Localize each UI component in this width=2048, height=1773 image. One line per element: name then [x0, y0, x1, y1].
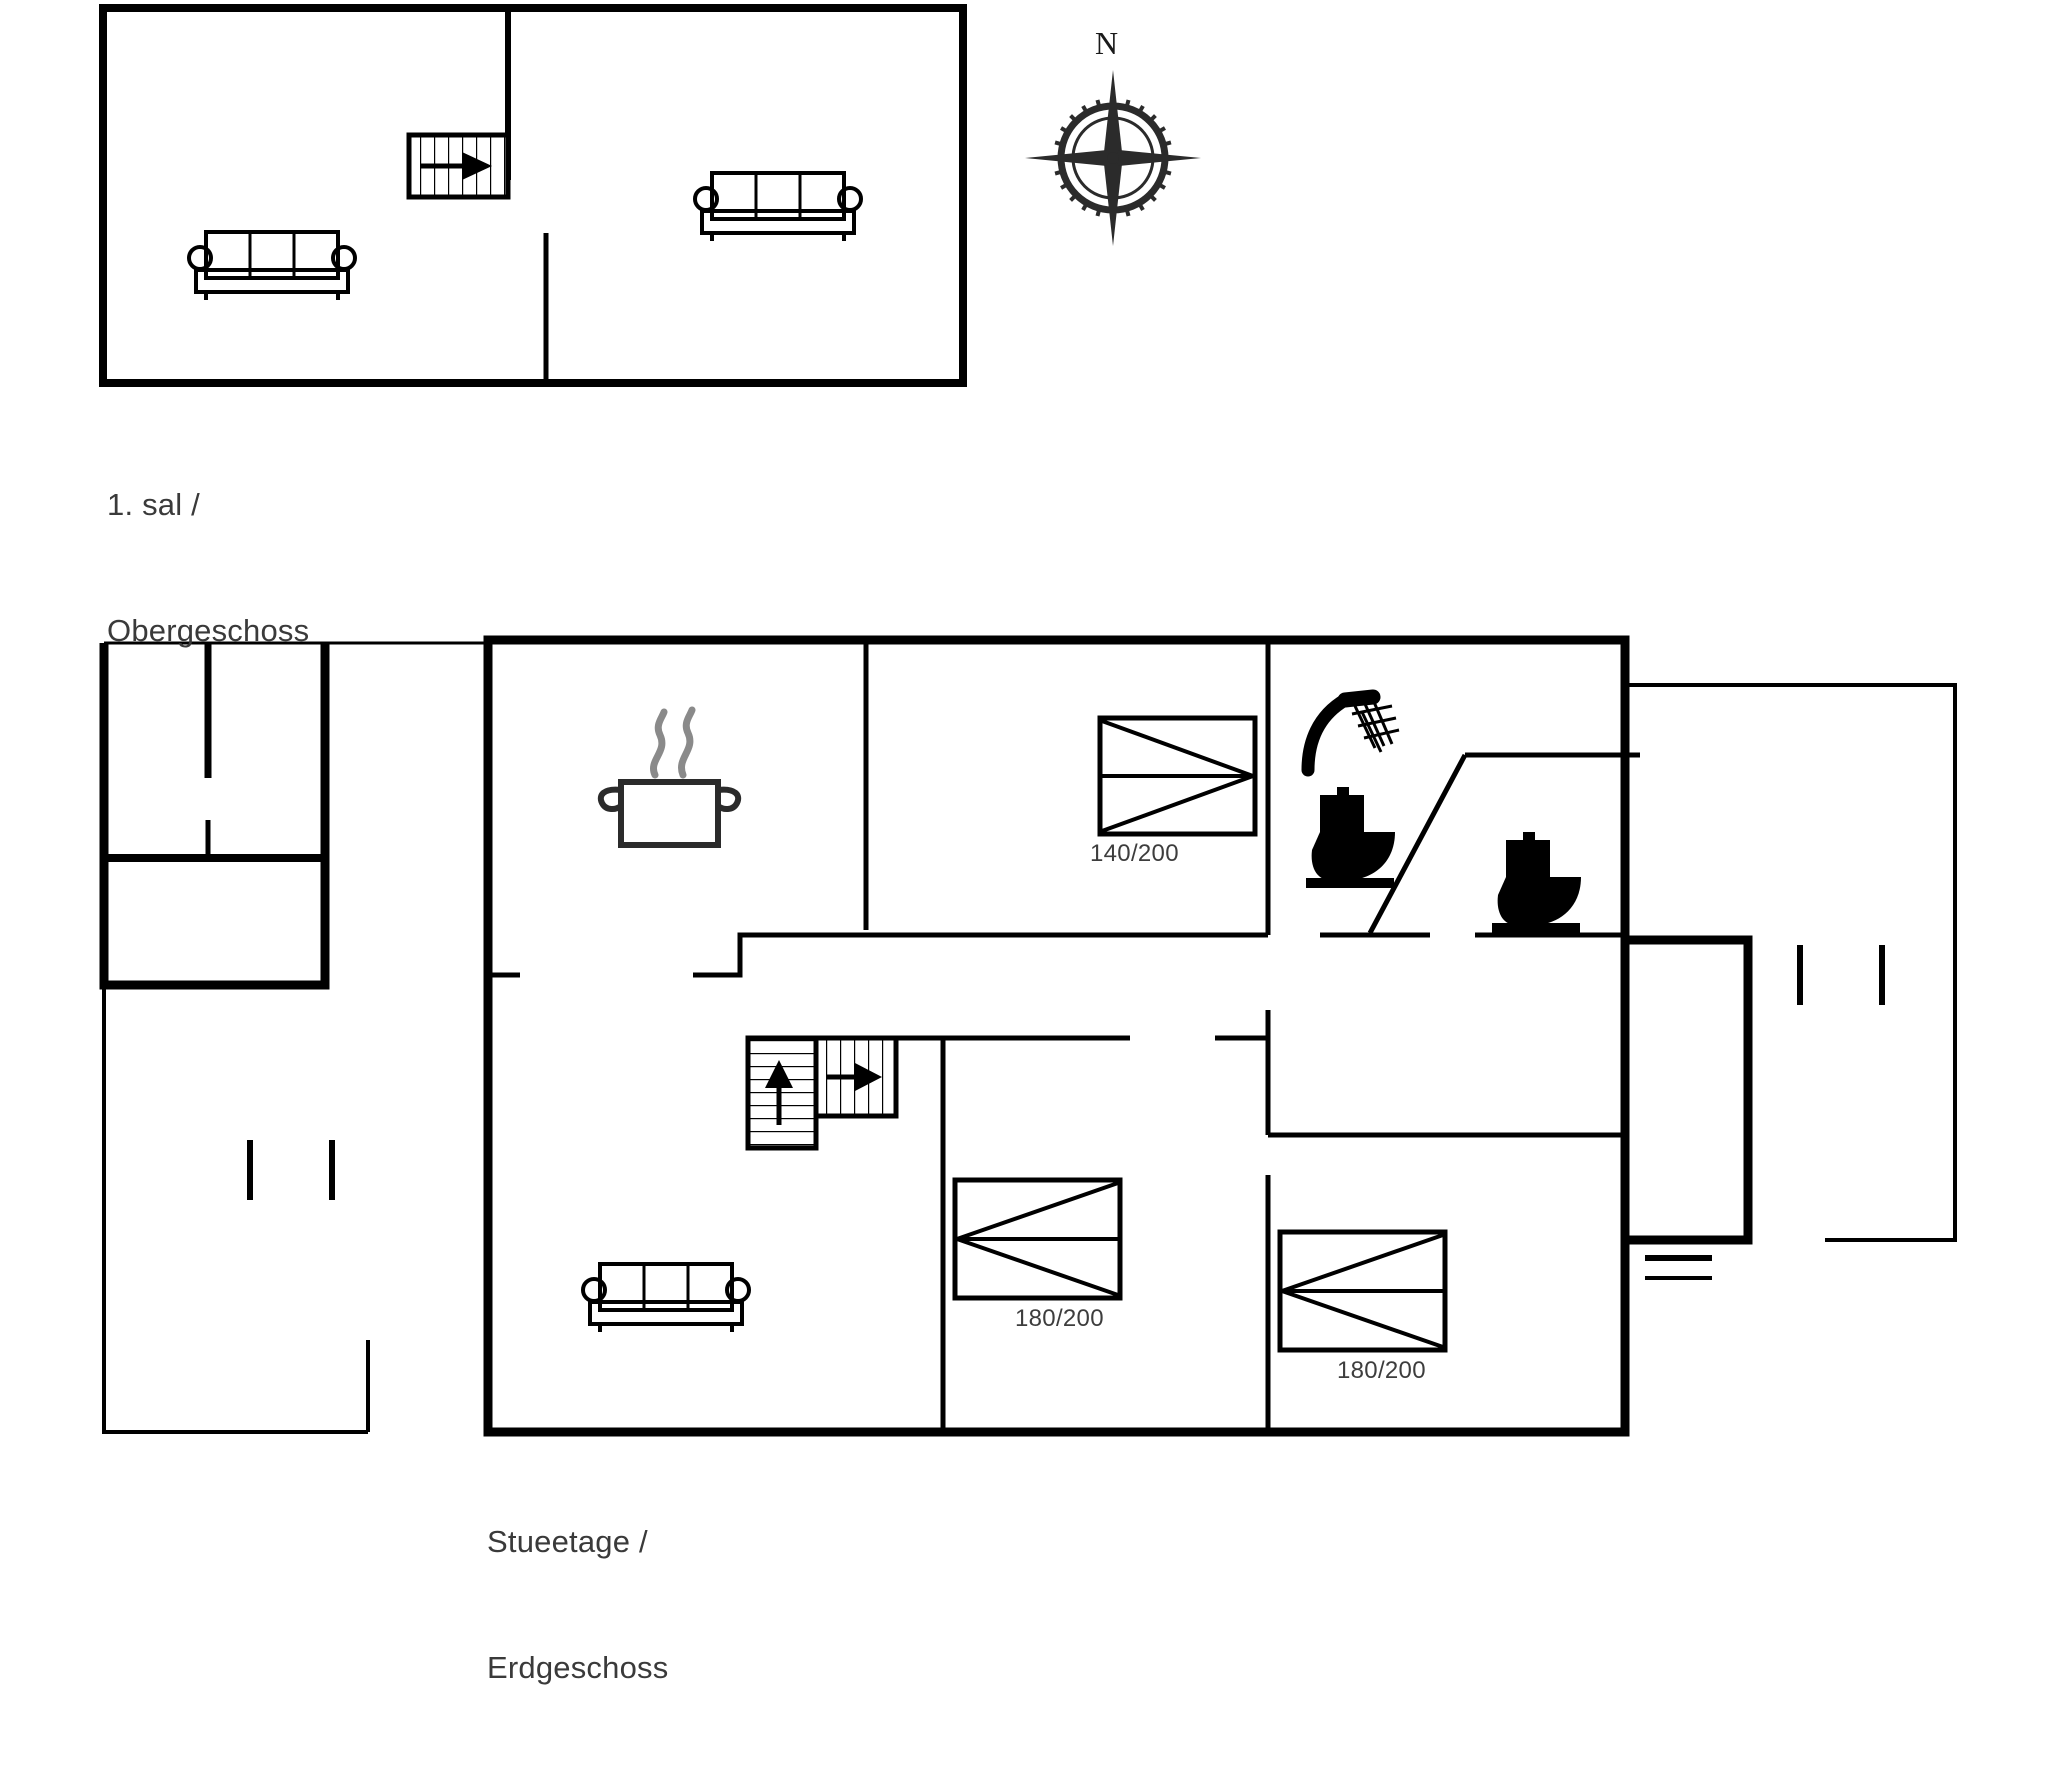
wall-hall-jog — [693, 932, 866, 978]
bed-size-label: 180/200 — [1337, 1357, 1426, 1384]
terrace-left-upper-walls — [99, 643, 330, 990]
floor-plan-drawing — [99, 4, 1957, 1437]
toilet-icon-2 — [1492, 832, 1581, 933]
upper-floor-label: 1. sal / Obergeschoss — [107, 400, 309, 736]
terrace-right-outline — [1625, 683, 1957, 1242]
terrace-right-deck-return — [1625, 935, 1753, 1245]
upper-floor-outline — [99, 4, 967, 387]
floor-plan-root: N 1. sal / Obergeschoss Stueetage / Erdg… — [99, 4, 1957, 1685]
upper-sofa-left-icon — [187, 230, 357, 300]
bed-180-200-a-icon — [952, 1177, 1123, 1301]
toilet-icon-1 — [1306, 787, 1395, 888]
ground-floor-label: Stueetage / Erdgeschoss — [487, 1437, 668, 1773]
wall-shower-diagonal — [1367, 753, 1468, 935]
bed-size-label: 140/200 — [1090, 840, 1179, 867]
terrace-right — [1625, 683, 1957, 1280]
ground-sofa-icon — [581, 1262, 751, 1332]
ground-floor-label-line2: Erdgeschoss — [487, 1650, 669, 1685]
ground-floor-plan — [99, 635, 1957, 1437]
bed-size-label: 180/200 — [1015, 1305, 1104, 1332]
bed-180-200-b-icon — [1277, 1229, 1448, 1353]
ground-stairs-icon — [745, 1035, 899, 1151]
terrace-left-lower-outline — [102, 985, 368, 1434]
bed-140-200-icon — [1097, 715, 1258, 837]
cooking-pot-icon — [597, 706, 742, 848]
upper-sofa-right-icon — [693, 171, 863, 241]
upper-floor-label-line2: Obergeschoss — [107, 613, 310, 648]
terrace-left — [99, 641, 488, 1434]
ground-floor-label-line1: Stueetage / — [487, 1524, 648, 1559]
shower-icon — [1301, 689, 1400, 777]
compass-north-label: N — [1095, 25, 1119, 61]
compass-rose-icon — [1025, 70, 1201, 246]
upper-floor-plan — [99, 4, 967, 387]
upper-stairs-icon — [406, 132, 511, 200]
upper-floor-label-line1: 1. sal / — [107, 487, 200, 522]
